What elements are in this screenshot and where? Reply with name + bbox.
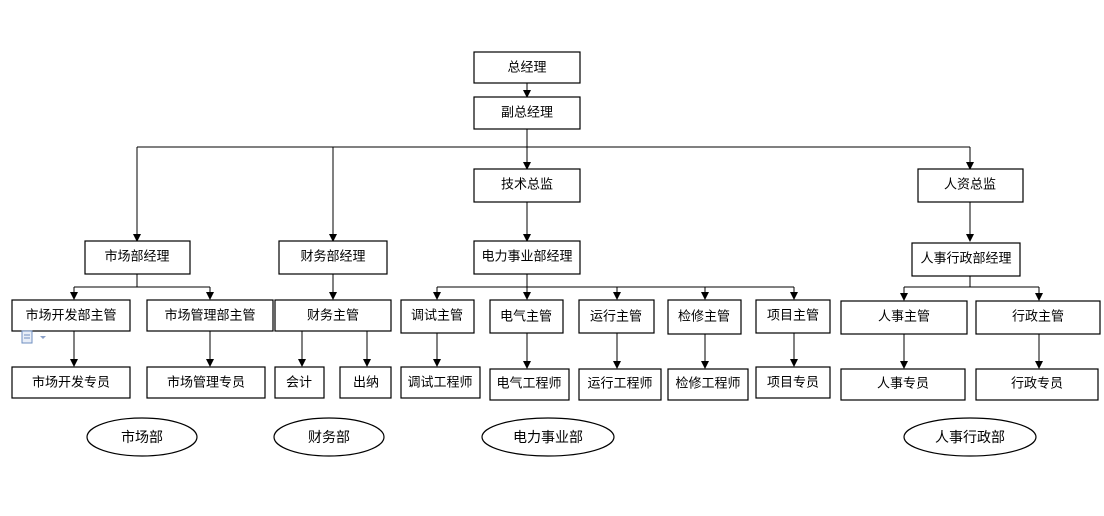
node-power-mgr: 电力事业部经理 [473, 240, 581, 275]
node-market-mgr-label: 市场部经理 [104, 249, 169, 265]
node-deputy-gm: 副总经理 [473, 96, 581, 130]
node-market-dev-sup: 市场开发部主管 [11, 299, 131, 332]
node-admin-sup-label: 行政主管 [1012, 310, 1064, 325]
node-debug-sup: 调试主管 [400, 299, 475, 334]
dept-market: 市场部 [86, 417, 198, 457]
dept-market-label: 市场部 [121, 429, 163, 446]
node-electric-eng: 电气工程师 [489, 368, 570, 401]
node-debug-eng-label: 调试工程师 [407, 376, 472, 391]
node-electric-sup-label: 电气主管 [500, 309, 552, 325]
node-maint-eng-label: 检修工程师 [675, 377, 740, 392]
node-hr-director: 人资总监 [917, 168, 1024, 203]
node-hr-spec: 人事专员 [840, 368, 966, 401]
node-cashier: 出纳 [339, 366, 392, 399]
node-finance-mgr: 财务部经理 [278, 240, 388, 275]
node-accountant: 会计 [274, 366, 325, 399]
node-hr-sup: 人事主管 [840, 300, 968, 335]
node-hr-director-label: 人资总监 [944, 178, 996, 193]
node-market-mgmt-spec-label: 市场管理专员 [167, 375, 245, 391]
node-tech-director: 技术总监 [473, 168, 581, 203]
node-electric-eng-label: 电气工程师 [496, 376, 561, 392]
dept-finance-label: 财务部 [308, 430, 350, 446]
node-ops-eng-label: 运行工程师 [587, 377, 652, 392]
node-project-sup: 项目主管 [755, 299, 831, 334]
node-project-sup-label: 项目主管 [767, 309, 819, 324]
node-ops-sup-label: 运行主管 [590, 310, 642, 325]
node-finance-sup: 财务主管 [274, 299, 392, 332]
node-admin-sup: 行政主管 [975, 300, 1101, 335]
node-hr-admin-mgr: 人事行政部经理 [911, 242, 1021, 277]
node-ops-sup: 运行主管 [578, 299, 655, 334]
node-admin-spec: 行政专员 [975, 368, 1099, 401]
node-market-mgmt-sup-label: 市场管理部主管 [164, 308, 255, 324]
node-market-dev-spec-label: 市场开发专员 [32, 375, 110, 391]
node-ops-eng: 运行工程师 [578, 368, 662, 401]
node-tech-director-label: 技术总监 [501, 178, 553, 193]
dept-power: 电力事业部 [481, 417, 615, 457]
node-debug-eng: 调试工程师 [400, 366, 481, 399]
node-hr-admin-mgr-label: 人事行政部经理 [920, 252, 1011, 267]
node-electric-sup: 电气主管 [489, 299, 564, 334]
node-market-mgmt-sup: 市场管理部主管 [146, 299, 274, 332]
dept-hr-admin-label: 人事行政部 [935, 430, 1005, 446]
node-deputy-gm-label: 副总经理 [501, 106, 553, 121]
node-finance-sup-label: 财务主管 [307, 308, 359, 324]
node-debug-sup-label: 调试主管 [411, 309, 463, 324]
node-accountant-label: 会计 [286, 376, 312, 391]
node-cashier-label: 出纳 [353, 376, 379, 391]
node-gm: 总经理 [473, 51, 581, 84]
dept-power-label: 电力事业部 [513, 430, 583, 446]
node-gm-label: 总经理 [507, 61, 546, 76]
connectors [70, 83, 1043, 369]
node-maint-sup: 检修主管 [667, 299, 742, 335]
node-maint-eng: 检修工程师 [667, 368, 749, 401]
node-hr-sup-label: 人事主管 [878, 310, 930, 325]
document-icon [21, 330, 46, 344]
dept-hr-admin: 人事行政部 [903, 417, 1037, 457]
node-admin-spec-label: 行政专员 [1011, 377, 1063, 392]
node-hr-spec-label: 人事专员 [877, 377, 929, 392]
node-power-mgr-label: 电力事业部经理 [481, 250, 572, 265]
node-market-mgr: 市场部经理 [84, 240, 191, 275]
node-maint-sup-label: 检修主管 [678, 310, 730, 325]
node-project-spec-label: 项目专员 [767, 376, 819, 391]
node-finance-mgr-label: 财务部经理 [300, 249, 365, 265]
node-market-mgmt-spec: 市场管理专员 [146, 366, 266, 399]
node-project-spec: 项目专员 [755, 366, 831, 399]
dept-finance: 财务部 [273, 417, 385, 457]
node-market-dev-spec: 市场开发专员 [11, 366, 131, 399]
node-market-dev-sup-label: 市场开发部主管 [25, 308, 116, 324]
